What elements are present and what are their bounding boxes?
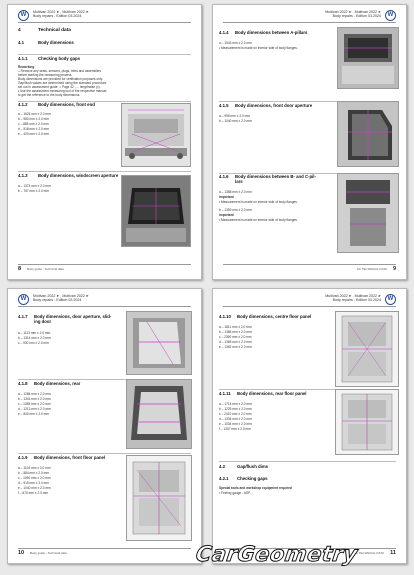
section-title: Body dimensions, front floor panel xyxy=(34,455,106,460)
section-title: Body dimensions, windscreen aperture xyxy=(38,173,119,178)
section-number: 4.1.4 xyxy=(219,30,229,35)
section-number: 4.1.7 xyxy=(18,314,28,319)
vw-logo-icon: W xyxy=(18,294,29,305)
section-title: Body dimensions between A-pillars xyxy=(235,30,308,35)
subheading: Reworking xyxy=(18,65,35,69)
section-title: Body dimensions, centre floor panel xyxy=(237,314,312,319)
section-title-cont: ing door xyxy=(34,319,52,324)
section-rule xyxy=(18,171,191,172)
section-number: 4.2.1 xyxy=(219,476,229,481)
page-footer: 10 Body guide - Technical data xyxy=(18,548,191,557)
chapter-title: Technical data xyxy=(38,28,71,33)
section-number: 4.1.2 xyxy=(18,102,28,107)
section-rule xyxy=(219,101,396,102)
page-number: 11 xyxy=(390,550,396,556)
section-title: Body dimensions, rear floor panel xyxy=(237,391,307,396)
section-title-cont: lars xyxy=(235,179,243,184)
section-number: 4.1.5 xyxy=(219,103,229,108)
section-title: Gap/flush dims xyxy=(237,464,269,469)
cargeometry-watermark: CarGeometry xyxy=(194,542,360,567)
vw-logo-icon: W xyxy=(18,10,29,21)
windscreen-aperture-figure xyxy=(121,175,191,247)
front-door-aperture-figure xyxy=(337,101,399,167)
section-number: 4.1.10 xyxy=(219,314,231,319)
section-number: 4.1 xyxy=(18,40,24,45)
page-footer: AC TECHNICAL DATA 9 xyxy=(223,264,396,273)
page-header: Multivan 2022 ➤ , Multivan 2022 ➤ Body r… xyxy=(33,294,89,303)
section-number: 4.2 xyxy=(219,464,225,469)
section-rule xyxy=(18,54,191,55)
section-rule xyxy=(219,173,396,174)
header-rule xyxy=(18,306,191,307)
header-rule xyxy=(18,22,191,23)
section-rule xyxy=(219,461,396,462)
page-header: Multivan 2022 ➤ , Multivan 2022 ➤ Body r… xyxy=(325,10,381,19)
vw-logo-icon: W xyxy=(385,10,396,21)
section-title: Body dimensions xyxy=(38,40,74,45)
section-rule xyxy=(18,453,191,454)
page-number: 8 xyxy=(18,266,22,272)
section-title: Body dimensions, front end xyxy=(38,102,95,107)
page-header: Multivan 2022 ➤ , Multivan 2022 ➤ Body r… xyxy=(325,294,381,303)
page-header: Multivan 2022 ➤ , Multivan 2022 ➤ Body r… xyxy=(33,10,89,19)
page-footer: 8 Body guide - Technical data xyxy=(18,264,191,273)
sliding-door-figure xyxy=(126,311,192,375)
section-number: 4.1.1 xyxy=(18,56,28,61)
manual-page-10: W Multivan 2022 ➤ , Multivan 2022 ➤ Body… xyxy=(7,288,202,564)
section-rule xyxy=(18,101,191,102)
section-title: Body dimensions between B- and C-pil- xyxy=(235,174,316,179)
manual-page-8: W Multivan 2022 ➤ , Multivan 2022 ➤ Body… xyxy=(7,4,202,280)
centre-floor-panel-figure xyxy=(335,311,399,387)
section-number: 4.1.3 xyxy=(18,173,28,178)
section-title: Body dimensions, rear xyxy=(34,381,81,386)
page-number: 10 xyxy=(18,550,25,556)
section-rule xyxy=(219,389,396,390)
manual-page-11: W Multivan 2022 ➤ , Multivan 2022 ➤ Body… xyxy=(212,288,407,564)
a-pillar-figure xyxy=(337,27,399,89)
section-title: Checking gaps xyxy=(237,476,268,481)
vw-logo-icon: W xyxy=(385,294,396,305)
section-title: Body dimensions, door aperture, slid- xyxy=(34,314,112,319)
front-end-figure xyxy=(121,103,191,167)
header-rule xyxy=(223,22,396,23)
rear-floor-panel-figure xyxy=(335,389,399,455)
page-number: 9 xyxy=(392,266,396,272)
section-number: 4.1.9 xyxy=(18,455,28,460)
section-title: Checking body gaps xyxy=(38,56,81,61)
manual-page-9: W Multivan 2022 ➤ , Multivan 2022 ➤ Body… xyxy=(212,4,407,280)
header-rule xyxy=(223,306,396,307)
chapter-number: 4 xyxy=(18,28,21,33)
front-floor-panel-figure xyxy=(126,455,192,541)
rear-figure xyxy=(126,379,192,449)
page-footer: AC TECHNICAL DATA 11 xyxy=(223,548,396,557)
b-c-pillar-figure xyxy=(337,173,399,253)
section-number: 4.1.6 xyxy=(219,174,229,179)
section-number: 4.1.11 xyxy=(219,391,231,396)
section-number: 4.1.8 xyxy=(18,381,28,386)
section-rule xyxy=(18,379,191,380)
section-title: Body dimensions, front door aperture xyxy=(235,103,313,108)
